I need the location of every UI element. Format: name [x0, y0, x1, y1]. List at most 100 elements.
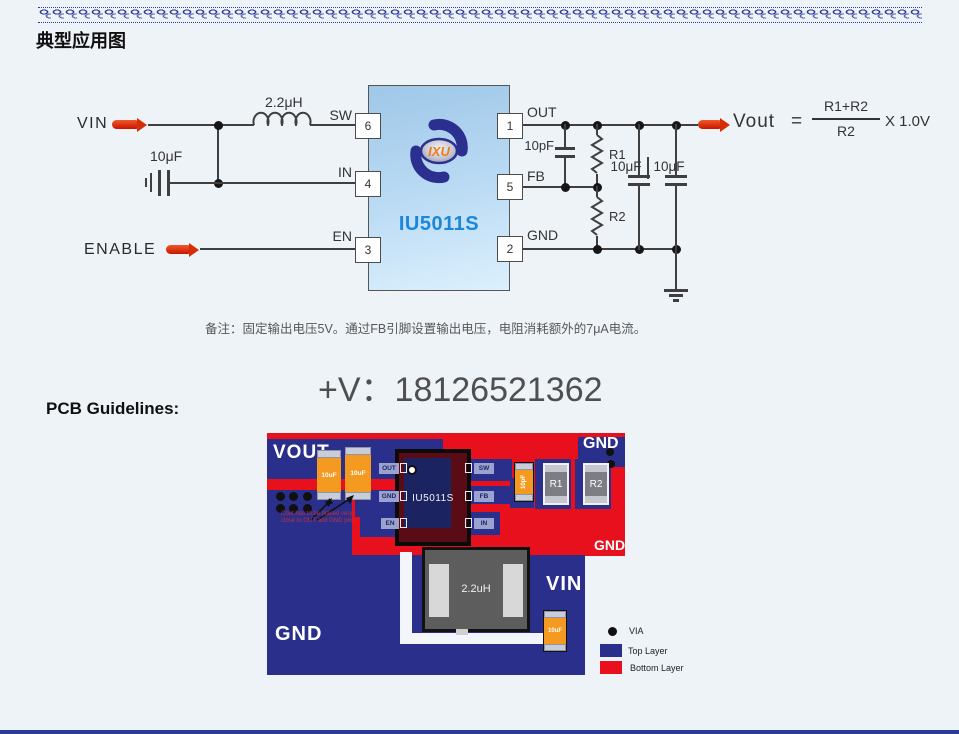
ground-icon [673, 299, 679, 302]
wire-segment [596, 236, 598, 250]
pad-square [400, 491, 407, 501]
legend-top-layer-swatch [600, 644, 622, 657]
legend-bottom-layer-swatch [600, 661, 622, 674]
pcb-output-cap1: 10uF [317, 450, 341, 500]
capacitor-plate [555, 155, 575, 158]
ic-body: IXU IU5011S [368, 85, 510, 291]
pcb-inductor: 2.2uH [422, 547, 530, 632]
wire-segment [596, 186, 598, 197]
annotation-arrows [310, 495, 354, 521]
resistor-r1-symbol [590, 135, 604, 174]
wire-segment [675, 250, 677, 289]
capacitor-plate [628, 175, 650, 178]
wire-segment [596, 174, 598, 188]
via-dot [289, 504, 298, 513]
enable-arrow-icon [166, 245, 189, 254]
ground-icon [664, 289, 688, 292]
pin-1-box: 1 [497, 113, 523, 139]
pcb-gnd-bottom-label: GND [275, 623, 323, 645]
pcb-gnd-top-right-label: GND [583, 435, 619, 452]
inductor-symbol [252, 111, 312, 126]
pad-square [465, 518, 472, 528]
vin-label: VIN [77, 115, 109, 132]
pin-5-box: 5 [497, 174, 523, 200]
schematic-note: 备注：固定输出电压5V。通过FB引脚设置输出电压，电阻消耗额外的7μA电流。 [205, 322, 647, 336]
pin-gnd-label: GND [527, 227, 559, 243]
application-schematic: VIN 2.2μH 10μF ENABLE [0, 0, 959, 360]
wire-segment [596, 124, 598, 135]
via-dot [607, 460, 615, 468]
pcb-r1: R1 [543, 463, 569, 505]
resistor-r2-symbol [590, 197, 604, 236]
resistor-label: R2 [589, 478, 603, 490]
wire-segment [200, 248, 355, 250]
resistor-label: R1 [549, 478, 563, 490]
pin-sw-label: SW [329, 107, 352, 123]
ground-icon [669, 294, 683, 297]
r1-label: R1 [609, 147, 626, 162]
pcb-ic: IU5011S [395, 449, 471, 546]
wire-segment [310, 124, 355, 126]
input-cap-value: 10μF [150, 148, 183, 164]
pin-6-box: 6 [355, 113, 381, 139]
top-layer-via-region [267, 490, 352, 556]
page-title: 典型应用图 [36, 31, 126, 51]
junction-dot [213, 120, 223, 130]
pin-3-box: 3 [355, 237, 381, 263]
via-dot [276, 492, 285, 501]
pad-out: OUT [379, 463, 399, 474]
ground-icon [145, 178, 147, 187]
pcb-ic-name: IU5011S [412, 493, 454, 504]
ground-icon [150, 173, 152, 192]
output-cap1-value: 10μF [610, 159, 642, 174]
vout-arrow-icon [698, 120, 720, 129]
wire-segment [564, 158, 566, 188]
pcb-layout: VOUT GND GND GND VIN 10uF 10uF [267, 433, 625, 675]
legend-via-icon [608, 627, 617, 636]
cap-endcap [544, 644, 566, 651]
cap-body: 10uF [544, 618, 566, 644]
trace-horizontal [400, 633, 547, 644]
pin1-marker-icon [407, 465, 417, 475]
via-dot [606, 448, 614, 456]
chain-border-decoration [38, 7, 922, 23]
pcb-vout-label: VOUT [273, 442, 330, 463]
pcb-output-cap2: 10uF [345, 447, 371, 500]
wire-segment [675, 124, 677, 175]
wire-segment [564, 124, 566, 147]
enable-label: ENABLE [84, 241, 157, 258]
cout-annotation-line2: close to OUT and GND pins [281, 518, 356, 524]
capacitor-plate [167, 170, 170, 196]
pin-2-box: 2 [497, 236, 523, 262]
vout-formula: Vout = R1+R2 R2 X 1.0V [733, 98, 943, 146]
vin-arrow-icon [112, 120, 137, 129]
ixu-logo-text: IXU [428, 144, 450, 159]
inductor-pad [429, 564, 449, 617]
junction-dot [560, 182, 570, 192]
formula-lhs: Vout [733, 111, 776, 132]
pcb-guidelines-heading: PCB Guidelines: [46, 399, 180, 418]
cap-body: 10pF [515, 470, 533, 494]
capacitor-plate [665, 175, 687, 178]
output-cap2-value: 10μF [653, 159, 685, 174]
cap-body: 10uF [317, 458, 341, 492]
wire-segment [148, 124, 254, 126]
cap-body: 10uF [345, 455, 371, 492]
cap-endcap [544, 611, 566, 618]
ixu-logo-icon: IXU [410, 118, 468, 184]
via-dot [289, 492, 298, 501]
pcb-feedforward-cap: 10pF [514, 462, 534, 502]
inductor-value: 2.2μH [265, 94, 303, 110]
pin-out-label: OUT [527, 104, 557, 120]
cap-endcap [515, 463, 533, 470]
capacitor-plate [628, 183, 650, 186]
inductor-pad [503, 564, 523, 617]
label-divider [647, 157, 649, 179]
pad-square [465, 491, 472, 501]
cout-annotation: Cout has to be placed very close to OUT … [281, 511, 355, 525]
pin-4-box: 4 [355, 171, 381, 197]
pcb-gnd-right-label: GND [594, 537, 626, 553]
cap-endcap [317, 450, 341, 458]
cap-endcap [515, 494, 533, 501]
formula-numerator: R1+R2 [824, 98, 868, 114]
